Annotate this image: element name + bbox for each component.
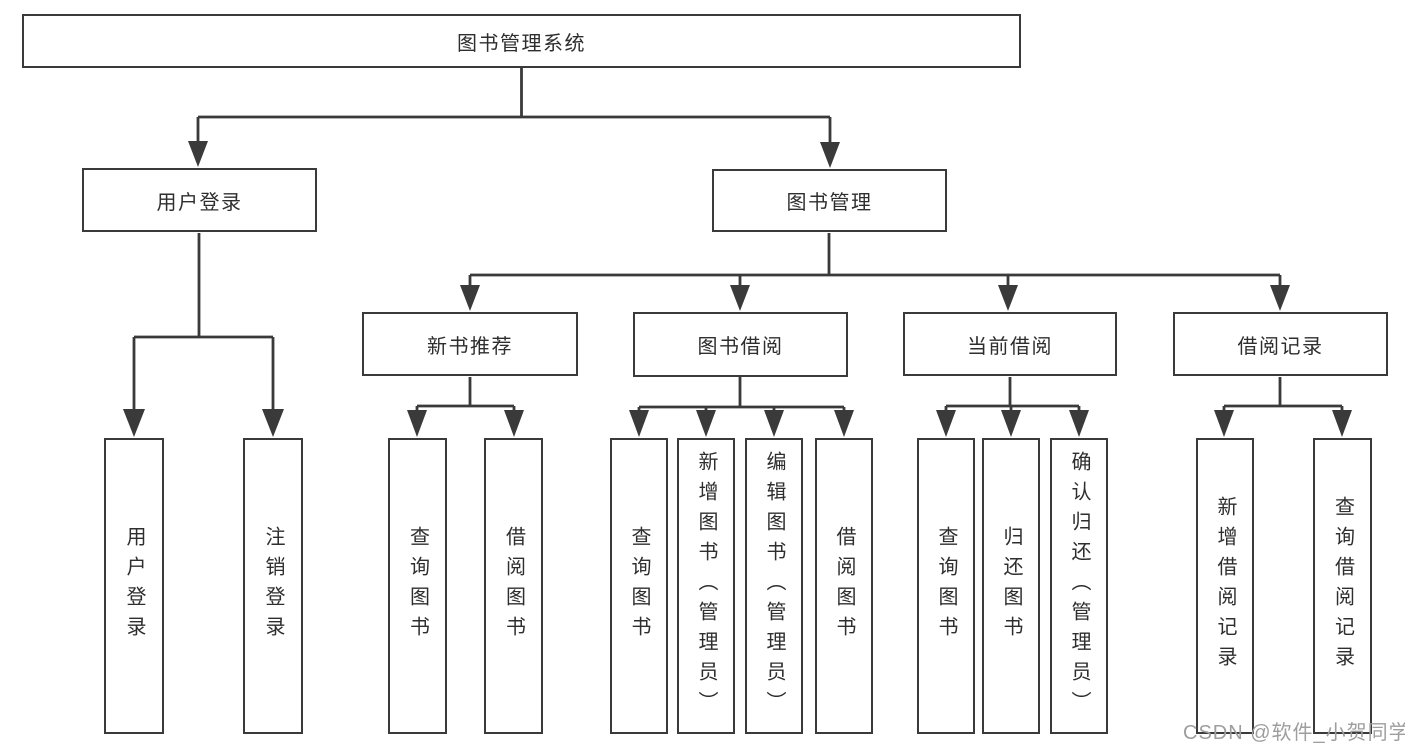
node-borrow-records-label: 借阅记录 (1237, 335, 1324, 358)
node-user-login: 用户登录 (82, 168, 317, 232)
leaf-logout: 注销登录 (243, 438, 303, 734)
leaf-query-books-3: 查询图书 (917, 438, 975, 734)
node-root-label: 图书管理系统 (457, 32, 586, 55)
leaf-user-login-label: 用户登录 (123, 526, 145, 646)
node-current-borrow: 当前借阅 (903, 312, 1117, 376)
leaf-edit-books-admin-label: 编辑图书（管理员） (763, 451, 785, 721)
leaf-edit-books-admin: 编辑图书（管理员） (745, 438, 803, 734)
node-user-login-label: 用户登录 (156, 191, 243, 214)
node-book-management-label: 图书管理 (786, 192, 873, 214)
leaf-borrow-books-2: 借阅图书 (815, 438, 873, 734)
leaf-query-borrow-record: 查询借阅记录 (1313, 438, 1372, 734)
leaf-query-books-2: 查询图书 (610, 438, 668, 734)
leaf-borrow-books-1: 借阅图书 (484, 438, 543, 734)
node-root: 图书管理系统 (22, 14, 1021, 68)
node-new-book-recommend-label: 新书推荐 (427, 335, 513, 358)
leaf-query-books-3-label: 查询图书 (935, 526, 957, 646)
leaf-query-books-2-label: 查询图书 (628, 526, 650, 646)
node-book-management: 图书管理 (712, 169, 947, 232)
leaf-return-books: 归还图书 (982, 438, 1040, 734)
leaf-add-borrow-record: 新增借阅记录 (1196, 438, 1254, 734)
leaf-borrow-books-1-label: 借阅图书 (502, 526, 525, 646)
leaf-logout-label: 注销登录 (262, 526, 284, 646)
leaf-query-borrow-record-label: 查询借阅记录 (1331, 496, 1354, 676)
node-book-borrow-label: 图书借阅 (697, 336, 784, 358)
csdn-watermark: CSDN @软件_小贺同学 (1183, 722, 1405, 744)
leaf-add-books-admin-label: 新增图书（管理员） (695, 451, 717, 721)
leaf-confirm-return-admin-label: 确认归还（管理员） (1068, 451, 1090, 721)
node-borrow-records: 借阅记录 (1173, 312, 1388, 376)
node-book-borrow: 图书借阅 (633, 312, 848, 377)
leaf-query-books-1-label: 查询图书 (406, 526, 429, 646)
leaf-return-books-label: 归还图书 (1000, 526, 1022, 646)
leaf-add-books-admin: 新增图书（管理员） (677, 438, 735, 734)
leaf-borrow-books-2-label: 借阅图书 (833, 526, 855, 646)
node-current-borrow-label: 当前借阅 (967, 335, 1053, 358)
leaf-confirm-return-admin: 确认归还（管理员） (1050, 438, 1108, 734)
leaf-add-borrow-record-label: 新增借阅记录 (1214, 496, 1236, 676)
node-new-book-recommend: 新书推荐 (362, 312, 578, 376)
leaf-query-books-1: 查询图书 (388, 438, 447, 734)
leaf-user-login: 用户登录 (104, 438, 164, 734)
